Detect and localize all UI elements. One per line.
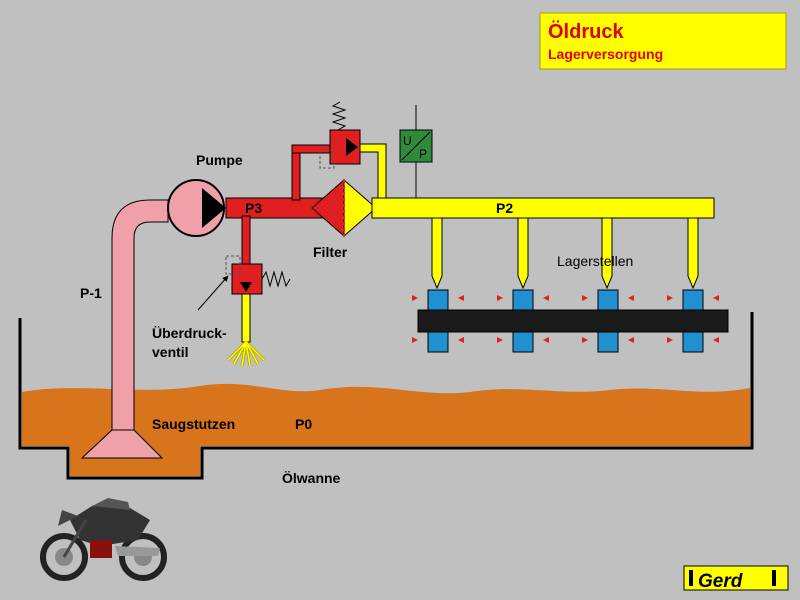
gerd-logo: Gerd <box>683 565 789 592</box>
crankshaft <box>417 309 729 333</box>
relief-valve <box>225 255 291 367</box>
suction-pipe <box>80 199 169 459</box>
oil-fill <box>22 383 750 476</box>
label-p0: P0 <box>295 416 312 432</box>
label-p2: P2 <box>496 200 513 216</box>
label-intake: Saugstutzen <box>152 416 235 432</box>
label-bearings: Lagerstellen <box>557 253 633 269</box>
label-filter: Filter <box>313 244 348 260</box>
sensor-label-top: U <box>403 134 412 148</box>
label-p1: P-1 <box>80 285 102 301</box>
label-relief-valve-1: Überdruck- <box>152 325 227 341</box>
pressure-line-p3 <box>225 144 333 267</box>
motorcycle-icon <box>40 498 167 581</box>
title-box: Öldruck Lagerversorgung <box>539 12 787 70</box>
diagram-subtitle: Lagerversorgung <box>548 46 663 62</box>
pump-icon <box>167 179 226 237</box>
sensor-label-bottom: P <box>419 147 427 161</box>
pressure-line-p2 <box>371 197 715 219</box>
pressure-switch-icon: U P <box>399 105 433 198</box>
diagram-title: Öldruck <box>548 20 624 43</box>
oil-pan <box>18 312 754 480</box>
filter-icon <box>311 178 377 238</box>
bearing-feed-lines <box>431 217 699 290</box>
bypass-return-line <box>359 143 387 201</box>
logo-text: Gerd <box>698 571 743 592</box>
label-p3: P3 <box>245 200 262 216</box>
bypass-valve <box>319 101 361 169</box>
leak-arrows <box>412 295 719 343</box>
label-oil-pan: Ölwanne <box>282 470 341 486</box>
relief-valve-pointer <box>197 275 229 311</box>
label-relief-valve-2: ventil <box>152 344 189 360</box>
label-pump: Pumpe <box>196 152 243 168</box>
